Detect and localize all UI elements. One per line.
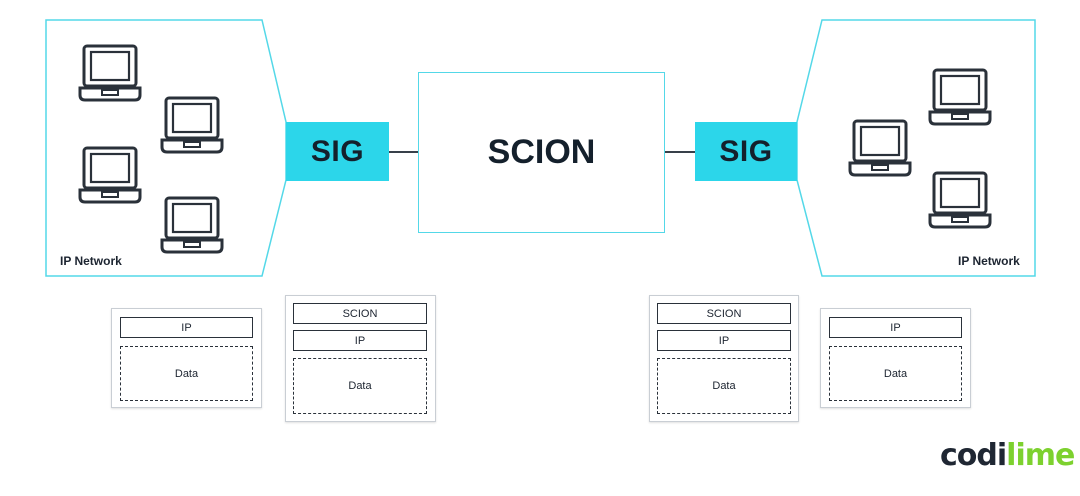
laptop-icon [78,44,142,102]
scion-network-box: SCION [418,72,665,233]
scion-header: SCION [657,303,791,324]
scion-network-label: SCION [487,133,596,171]
laptop-icon [78,146,142,204]
logo-text-codi: codi [940,438,1007,473]
laptop-icon [848,119,912,177]
data-payload: Data [829,346,962,401]
ip-header: IP [657,330,791,351]
data-payload: Data [657,358,791,414]
scion-packet-right: SCION IP Data [649,295,799,422]
laptop-icon [928,171,992,229]
laptop-icon [160,96,224,154]
ip-header: IP [829,317,962,338]
ip-header: IP [293,330,427,351]
laptop-icon [928,68,992,126]
right-network-label: IP Network [958,254,1020,268]
codilime-logo: codilime [940,438,1075,473]
scion-packet-left: SCION IP Data [285,295,436,422]
data-payload: Data [120,346,253,401]
laptop-icon [160,196,224,254]
logo-text-lime: lime [1006,438,1075,473]
left-sig-gateway: SIG [286,122,389,181]
left-network-label: IP Network [60,254,122,268]
right-ip-network-area [796,19,1036,277]
data-payload: Data [293,358,427,414]
ip-header: IP [120,317,253,338]
ip-packet-right: IP Data [820,308,971,408]
scion-header: SCION [293,303,427,324]
ip-packet-left: IP Data [111,308,262,408]
right-sig-label: SIG [719,134,773,168]
right-sig-gateway: SIG [695,122,797,181]
left-sig-label: SIG [310,134,365,168]
